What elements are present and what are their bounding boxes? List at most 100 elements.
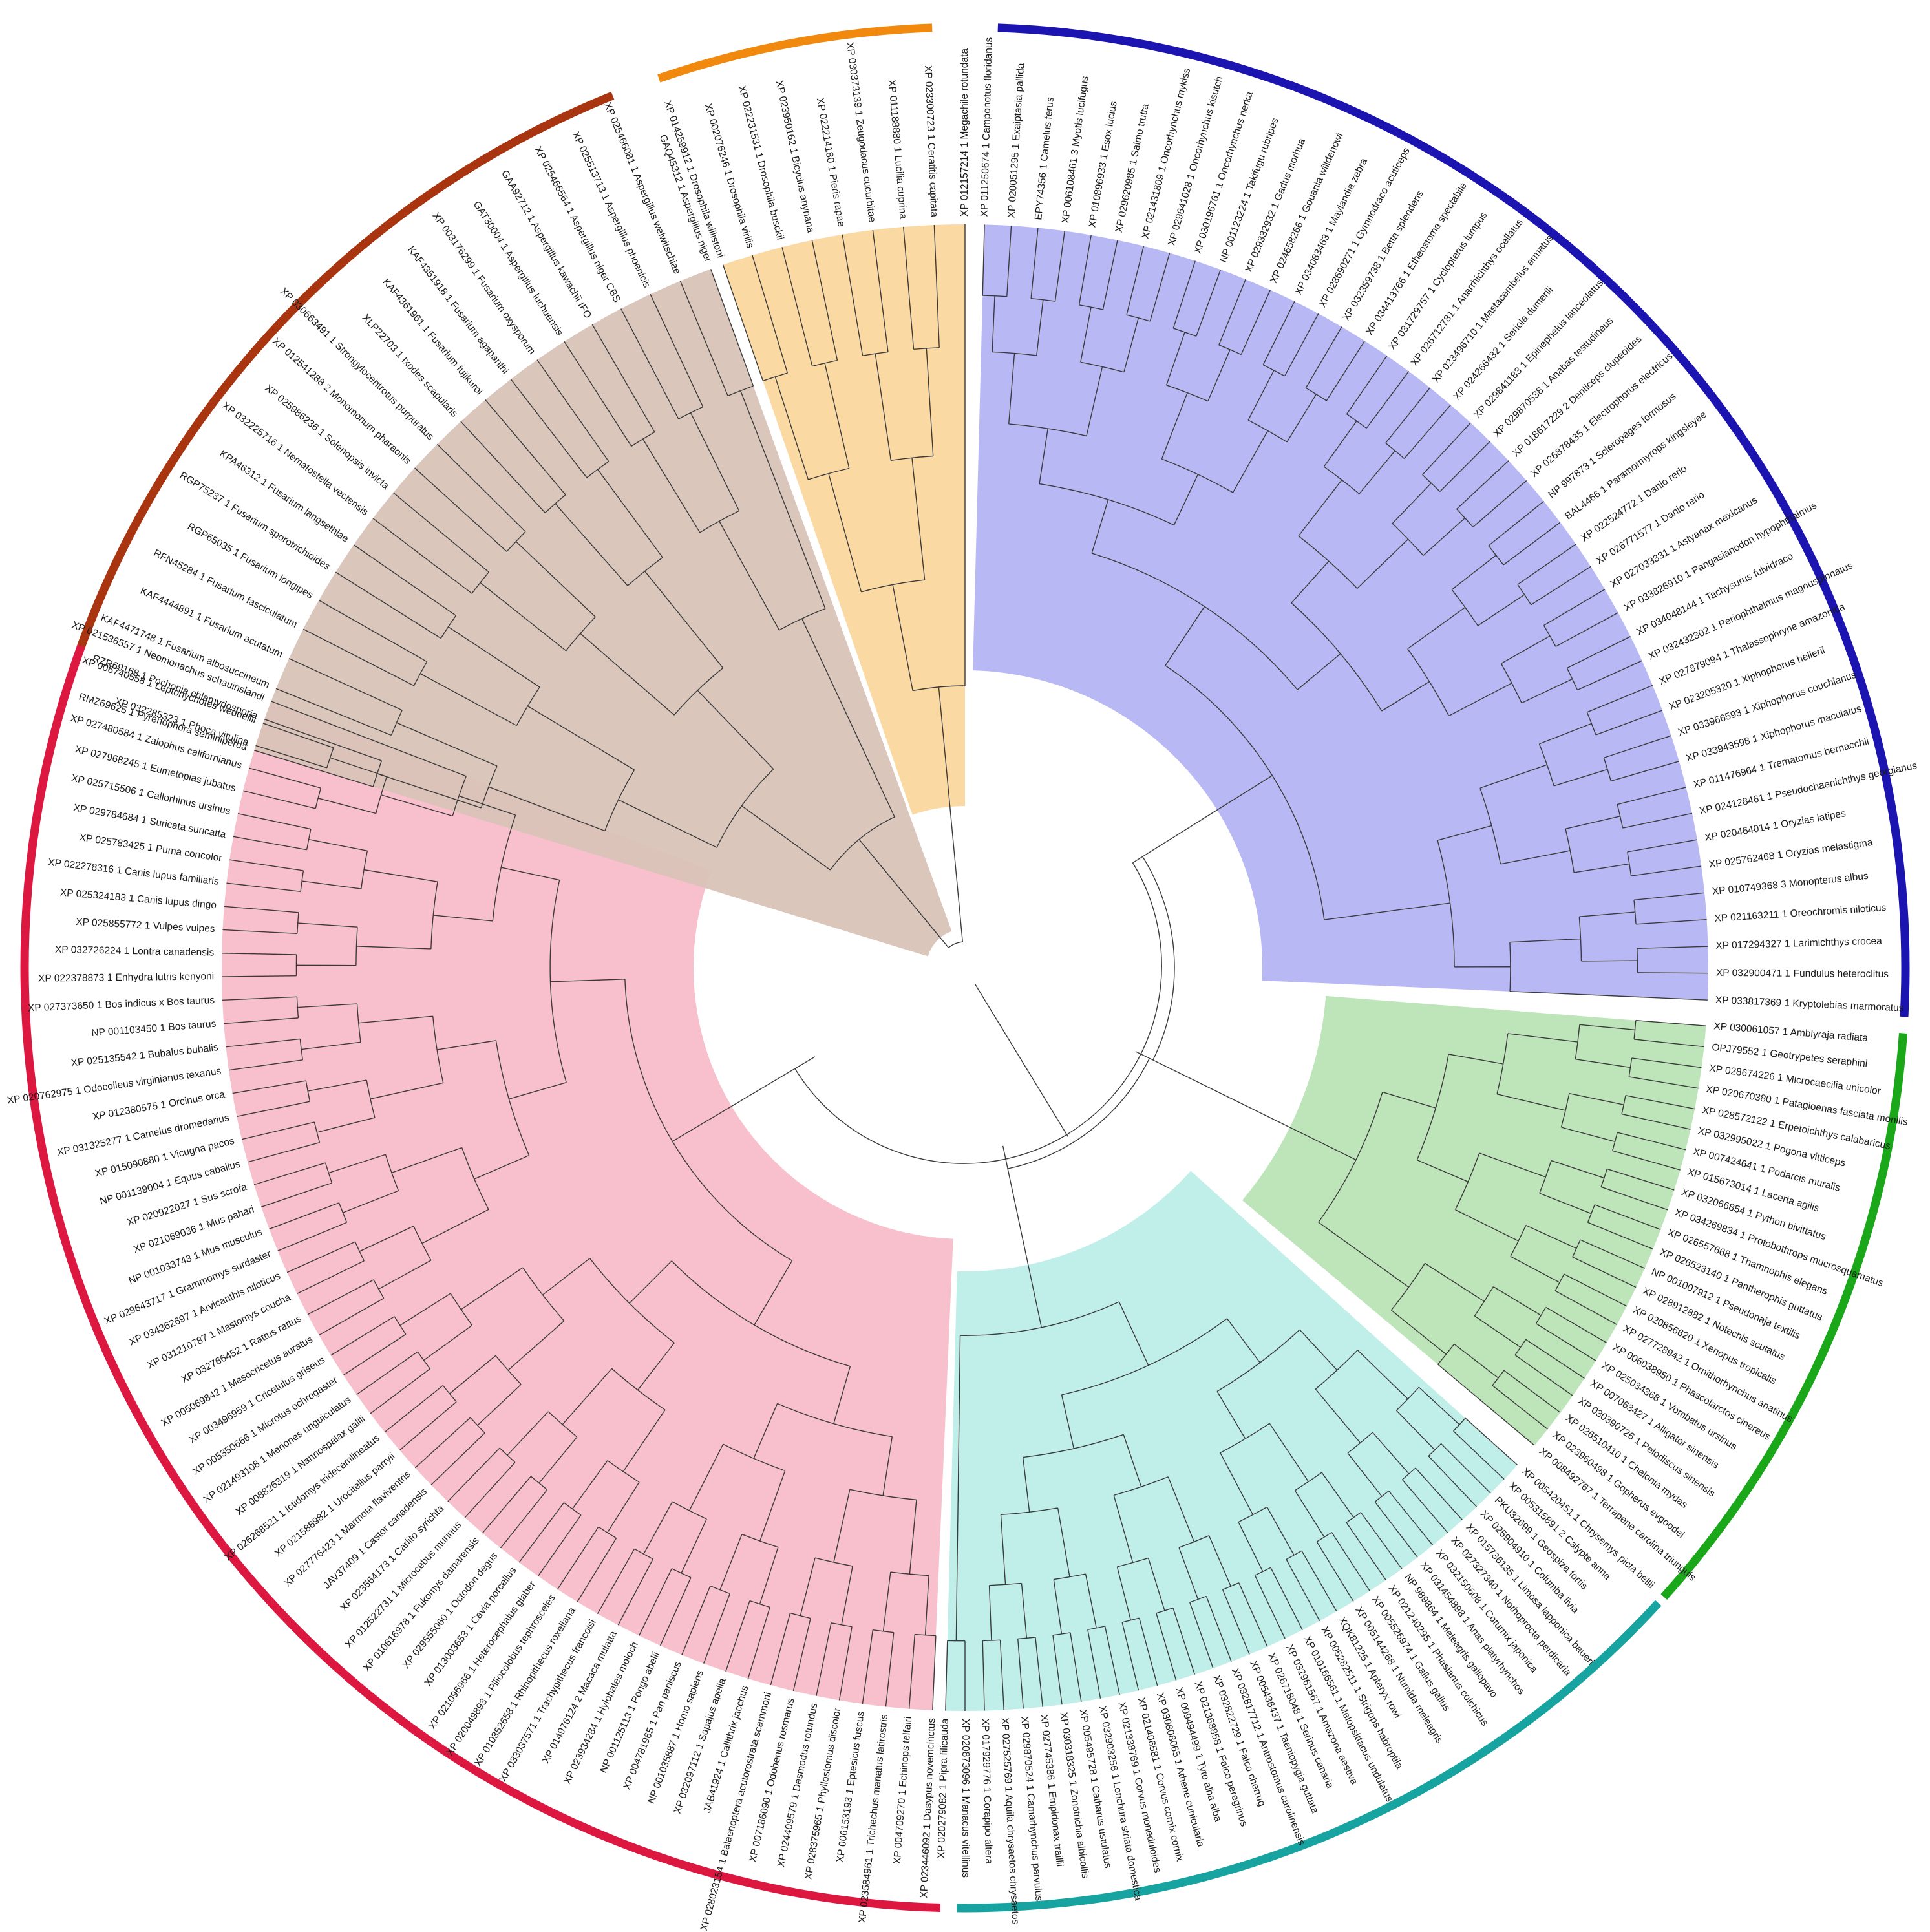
branch-segment (1382, 1091, 1436, 1109)
branch-segment (301, 1041, 361, 1050)
branch-segment (933, 224, 940, 348)
branch-segment (1587, 685, 1653, 713)
branch-segment (527, 705, 635, 770)
branch-segment (688, 1443, 724, 1511)
branch-segment (1536, 1323, 1596, 1361)
branch-segment (1347, 1452, 1383, 1497)
tree-branches (222, 224, 1708, 1711)
branch-segment (1455, 1209, 1519, 1242)
branch-segment (1085, 1573, 1097, 1628)
branch-segment (926, 348, 934, 456)
branch-arc (1407, 648, 1450, 716)
branch-segment (1104, 1626, 1120, 1695)
branch-segment (1262, 301, 1295, 365)
branch-segment (1366, 371, 1410, 429)
branch-segment (679, 281, 728, 396)
branch-segment (1510, 991, 1708, 1001)
branch-segment (392, 492, 489, 573)
fish-leaf-label: XP 032900471 1 Fundulus heteroclitus (1716, 968, 1889, 980)
branch-segment (247, 1141, 320, 1163)
branch-segment (644, 571, 724, 668)
branch-segment (872, 229, 889, 352)
branch-segment (1525, 1224, 1577, 1249)
branch-segment (433, 915, 493, 922)
branch-segment (542, 1258, 591, 1295)
branch-segment (237, 813, 312, 830)
branch-segment (932, 1635, 937, 1710)
branch-segment (1284, 313, 1319, 377)
insects-group-arc (657, 23, 933, 83)
branch-segment (1008, 353, 1015, 424)
branch-segment (1006, 226, 1012, 297)
amphibians_reptiles-group-arc (1660, 1033, 1907, 1600)
branch-segment (356, 946, 431, 950)
branch-segment (816, 1622, 832, 1696)
branch-arc (361, 851, 368, 889)
branch-arc (373, 1279, 385, 1299)
branch-segment (1232, 430, 1269, 493)
branch-segment (1428, 1456, 1478, 1507)
branch-segment (1503, 522, 1561, 566)
branch-segment (1388, 1491, 1434, 1546)
branch-segment (1437, 1364, 1535, 1446)
mammals-clade-shade (221, 701, 953, 1710)
branch-segment (297, 922, 357, 928)
branch-segment (811, 240, 838, 361)
branch-segment (1517, 544, 1576, 585)
fish-leaf-label: XP 011250674 1 Camponotus floridanus (979, 37, 994, 217)
branch-segment (1291, 560, 1330, 604)
branch-segment (507, 1411, 549, 1456)
branch-segment (1472, 480, 1527, 527)
branch-arc (1262, 364, 1285, 377)
branch-segment (419, 673, 517, 727)
branch-segment (1357, 538, 1409, 589)
branch-arc (741, 1534, 779, 1548)
branch-segment (507, 1321, 565, 1371)
branch-segment (681, 1586, 711, 1655)
branch-arc (814, 1557, 853, 1567)
branch-segment (308, 838, 368, 852)
branch-segment (1417, 1160, 1469, 1182)
branch-segment (485, 399, 566, 495)
branch-segment (725, 1600, 750, 1672)
branch-arc (1554, 1273, 1565, 1291)
branch-segment (275, 688, 392, 736)
branch-segment (1423, 517, 1465, 556)
branch-segment (752, 255, 789, 374)
branch-segment (1637, 946, 1708, 949)
branch-segment (370, 1368, 430, 1414)
branch-segment (1521, 678, 1573, 704)
branch-segment (911, 458, 926, 580)
branch-arc (913, 347, 940, 350)
insects-leaf-label: XP 012157214 1 Megachile rotundata (959, 48, 970, 217)
branch-segment (372, 518, 472, 594)
branch-segment (1266, 1507, 1295, 1556)
branch-segment (378, 1260, 432, 1290)
branch-segment (271, 701, 467, 777)
fungi-leaf-label: KAF4444891 1 Fusarium acutatum (138, 586, 284, 660)
branch-segment (1113, 1495, 1134, 1563)
branch-arc (1535, 1307, 1547, 1324)
branch-segment (1189, 1602, 1214, 1669)
branch-segment (515, 541, 596, 617)
branch-segment (1091, 499, 1109, 554)
branch-segment (232, 1080, 306, 1094)
branch-segment (1496, 1094, 1566, 1111)
branch-segment (261, 1182, 332, 1207)
branch-segment (229, 859, 304, 871)
branch-arc (1514, 1339, 1527, 1355)
branch-segment (1407, 607, 1466, 650)
branch-segment (955, 1335, 961, 1641)
branch-segment (637, 1343, 675, 1390)
branch-segment (1070, 1632, 1082, 1702)
branch-segment (1564, 1273, 1628, 1307)
branch-segment (328, 1154, 386, 1174)
branch-segment (1465, 1417, 1518, 1466)
fish-leaf-label: EPY74356 1 Camelus ferus (1033, 96, 1056, 220)
fish-leaf-label: XP 010896933 1 Esox lucius (1087, 100, 1119, 228)
fish-leaf-label: XP 033966593 1 Xiphophorus couchianus (1677, 670, 1858, 738)
fungi-leaf-label: RGP65035 1 Fusarium longipes (186, 521, 315, 601)
branch-arc (1054, 1573, 1086, 1580)
branch-segment (1580, 1239, 1645, 1269)
branch-arc (890, 1571, 929, 1576)
